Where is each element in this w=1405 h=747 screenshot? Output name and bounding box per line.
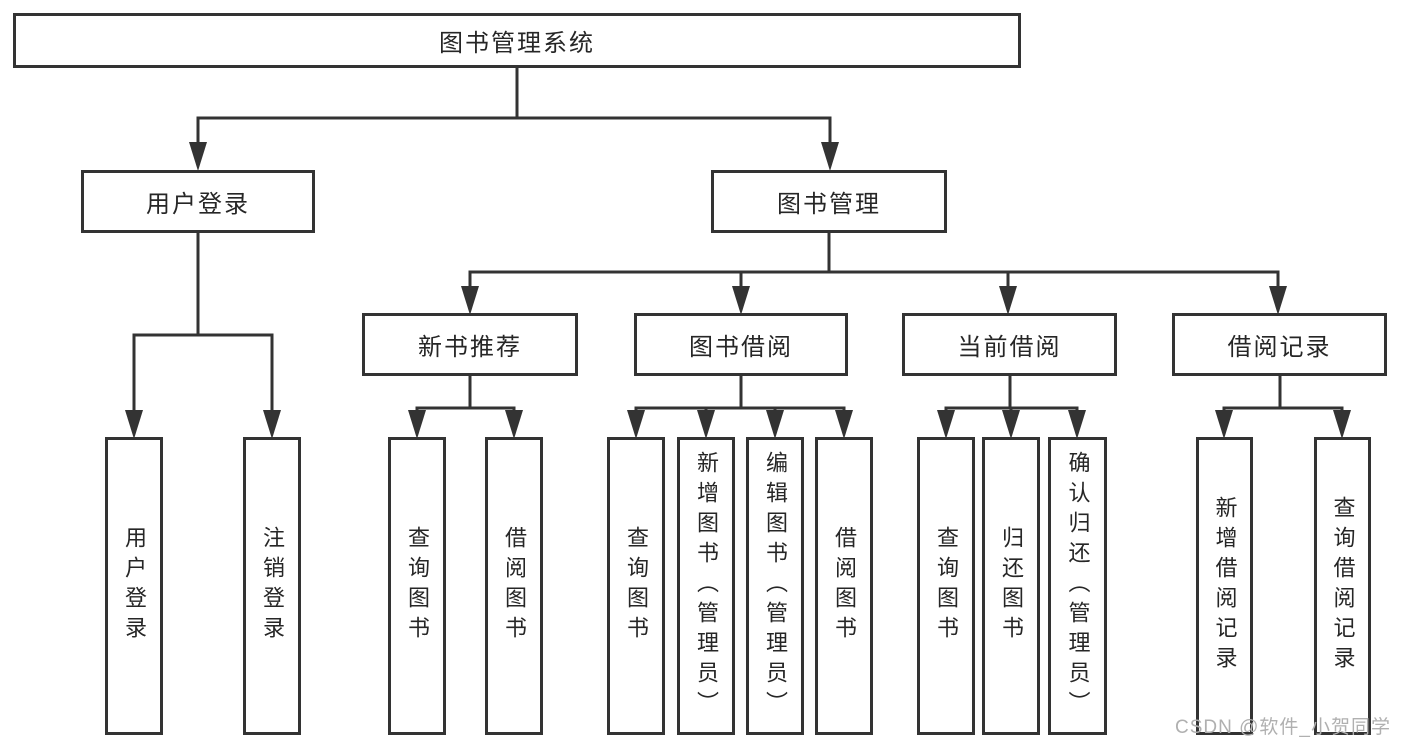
node-label: 图书管理系统 (439, 30, 595, 57)
node-confirm-return-admin: 确认归还（管理员） (1048, 437, 1107, 735)
node-borrow-books: 借阅图书 (815, 437, 873, 735)
node-library-system: 图书管理系统 (13, 13, 1021, 68)
node-add-borrow-record: 新增借阅记录 (1196, 437, 1253, 735)
node-label: 查询借阅记录 (1330, 496, 1356, 676)
node-query-borrow-record: 查询借阅记录 (1314, 437, 1371, 735)
node-label: 借阅图书 (832, 526, 857, 646)
node-label: 确认归还（管理员） (1065, 451, 1091, 721)
node-new-book-recommend: 新书推荐 (362, 313, 578, 376)
node-label: 新增图书（管理员） (694, 451, 719, 721)
node-label: 查询图书 (624, 526, 649, 646)
node-label: 借阅图书 (502, 526, 527, 646)
node-borrowing-records: 借阅记录 (1172, 313, 1387, 376)
node-current-borrowing: 当前借阅 (902, 313, 1117, 376)
node-label: 新书推荐 (418, 334, 522, 361)
node-query-books-borrow: 查询图书 (607, 437, 665, 735)
node-label: 用户登录 (146, 191, 250, 218)
arrowheads (125, 142, 1351, 439)
node-borrow-books-recommend: 借阅图书 (485, 437, 543, 735)
node-label: 编辑图书（管理员） (763, 451, 788, 721)
node-label: 查询图书 (405, 526, 430, 646)
node-add-books-admin: 新增图书（管理员） (677, 437, 735, 735)
node-query-books-recommend: 查询图书 (388, 437, 446, 735)
node-label: 图书管理 (777, 191, 881, 218)
node-book-borrowing: 图书借阅 (634, 313, 848, 376)
node-label: 归还图书 (999, 526, 1024, 646)
watermark: CSDN @软件_小贺同学 (1175, 717, 1391, 738)
node-label: 查询图书 (934, 526, 959, 646)
node-label: 新增借阅记录 (1212, 496, 1238, 676)
node-label: 注销登录 (260, 526, 285, 646)
node-edit-books-admin: 编辑图书（管理员） (746, 437, 804, 735)
node-label: 图书借阅 (689, 334, 793, 361)
node-return-books: 归还图书 (982, 437, 1040, 735)
node-book-management: 图书管理 (711, 170, 947, 233)
node-logout-action: 注销登录 (243, 437, 301, 735)
node-label: 当前借阅 (957, 334, 1062, 361)
node-login-action: 用户登录 (105, 437, 163, 735)
node-label: 借阅记录 (1227, 334, 1332, 361)
node-label: 用户登录 (122, 526, 147, 646)
node-query-books-current: 查询图书 (917, 437, 975, 735)
node-user-login: 用户登录 (81, 170, 315, 233)
